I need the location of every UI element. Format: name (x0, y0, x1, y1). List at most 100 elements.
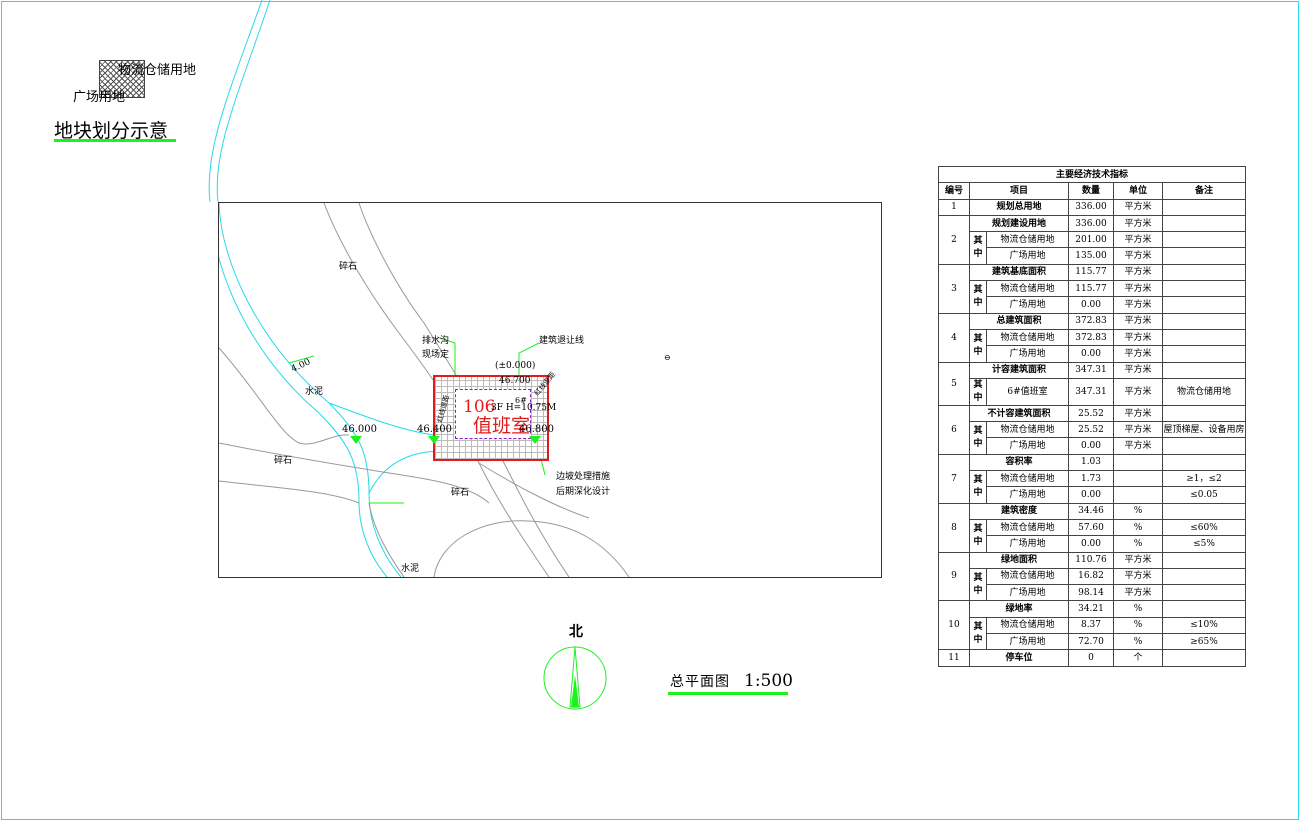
row-qty: 25.52 (1068, 404, 1114, 423)
row-unit: 个 (1113, 649, 1163, 667)
row-item: 规划建设用地 (969, 214, 1069, 233)
sub-label: 其中 (969, 616, 987, 651)
row-item: 物流仓储用地 (986, 280, 1069, 298)
row-note (1162, 649, 1246, 667)
sub-label-text: 其中 (973, 333, 983, 357)
label-setback: 建筑退让线 (539, 336, 585, 346)
label-gravel-top: 碎石 (339, 262, 358, 272)
row-item: 物流仓储用地 (986, 421, 1069, 439)
row-note (1162, 551, 1246, 569)
header-note: 备注 (1162, 182, 1246, 200)
row-note: ≤5% (1162, 535, 1246, 553)
elevation-marker-2 (428, 436, 440, 444)
row-item: 规划总用地 (969, 198, 1069, 216)
row-number: 11 (938, 649, 970, 667)
row-unit: % (1113, 518, 1163, 537)
row-note (1162, 263, 1246, 282)
row-qty: 0.00 (1068, 486, 1114, 504)
row-note (1162, 345, 1246, 363)
row-note: 物流仓储用地 (1162, 377, 1246, 406)
north-label: 北 (569, 624, 583, 640)
row-note (1162, 361, 1246, 379)
label-note-1: 边坡处理措施 (556, 472, 611, 482)
row-number: 1 (938, 198, 970, 216)
label-cement-left: 水泥 (305, 387, 324, 397)
header-no: 编号 (938, 182, 970, 200)
label-note-2: 后期深化设计 (556, 487, 611, 497)
title-underline (54, 139, 176, 142)
row-number: 7 (938, 453, 970, 504)
row-item: 绿地面积 (969, 551, 1069, 569)
row-item: 物流仓储用地 (986, 616, 1069, 635)
row-item: 广场用地 (986, 247, 1069, 265)
sub-label: 其中 (969, 280, 987, 314)
row-note (1162, 198, 1246, 216)
row-item: 停车位 (969, 649, 1069, 667)
row-note (1162, 296, 1246, 314)
row-item: 广场用地 (986, 296, 1069, 314)
drawing-scale: 1:500 (744, 671, 793, 691)
row-note (1162, 328, 1246, 347)
label-elev-top: 46.700 (499, 376, 531, 386)
page-title: 地块划分示意 (54, 120, 169, 142)
row-item: 物流仓储用地 (986, 567, 1069, 586)
sub-label-text: 其中 (973, 523, 983, 547)
legend-plaza-label: 广场用地 (73, 90, 126, 105)
label-zero-level: (±0.000) (495, 361, 536, 371)
row-qty: 0 (1068, 649, 1114, 667)
row-note (1162, 567, 1246, 586)
row-note (1162, 214, 1246, 233)
building-name: 值班室 (473, 415, 531, 437)
row-unit: 平方米 (1113, 247, 1163, 265)
site-plan: 碎石 水泥 碎石 碎石 水泥 4.00 排水沟 现场定 建筑退让线 (±0.00… (218, 202, 882, 578)
legend-logistics-label: 物流仓储用地 (118, 63, 197, 78)
row-item: 广场用地 (986, 486, 1069, 504)
row-item: 建筑密度 (969, 502, 1069, 520)
row-item: 物流仓储用地 (986, 328, 1069, 347)
row-unit (1113, 470, 1163, 488)
sub-label-text: 其中 (973, 572, 983, 596)
row-unit: 平方米 (1113, 404, 1163, 423)
row-qty: 0.00 (1068, 345, 1114, 363)
row-item: 广场用地 (986, 345, 1069, 363)
sub-label: 其中 (969, 518, 987, 553)
row-unit: 平方米 (1113, 198, 1163, 216)
row-qty: 1.73 (1068, 470, 1114, 488)
row-number: 9 (938, 551, 970, 602)
label-drain-1: 排水沟 (422, 336, 450, 346)
sub-label-text: 其中 (973, 474, 983, 498)
sub-label-text: 其中 (973, 425, 983, 449)
elevation-label-1: 46.000 (342, 424, 377, 435)
row-note (1162, 312, 1246, 330)
row-unit (1113, 453, 1163, 472)
sub-label: 其中 (969, 231, 987, 265)
row-unit: 平方米 (1113, 328, 1163, 347)
row-item: 广场用地 (986, 633, 1069, 651)
row-number: 5 (938, 361, 970, 406)
row-unit: % (1113, 502, 1163, 520)
row-item: 广场用地 (986, 584, 1069, 602)
row-item: 绿地率 (969, 600, 1069, 618)
row-note (1162, 453, 1246, 472)
row-note: ≥1，≤2 (1162, 470, 1246, 488)
sub-label-text: 其中 (973, 284, 983, 308)
row-unit: 平方米 (1113, 437, 1163, 455)
row-qty: 135.00 (1068, 247, 1114, 265)
row-qty: 1.03 (1068, 453, 1114, 472)
row-unit: 平方米 (1113, 214, 1163, 233)
row-qty: 347.31 (1068, 361, 1114, 379)
row-unit: % (1113, 535, 1163, 553)
row-note (1162, 247, 1246, 265)
